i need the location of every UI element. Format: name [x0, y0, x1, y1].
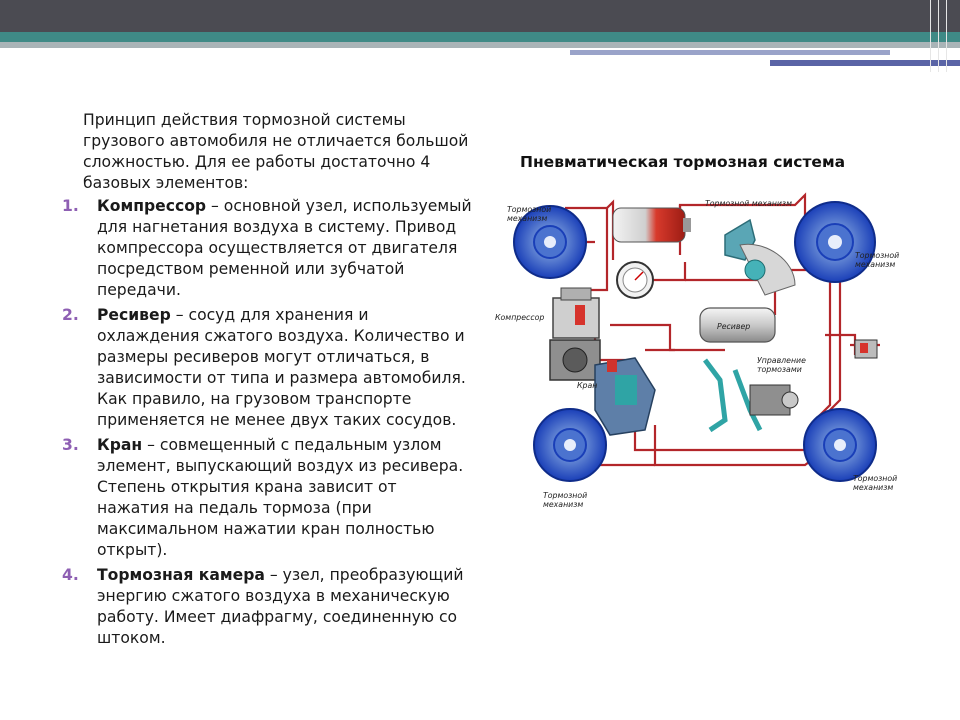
list-text: – узел, преобразующий энергию сжатого во…: [97, 566, 464, 647]
list-item: 3. Кран – совмещенный с педальным узлом э…: [62, 435, 472, 561]
header-divider-line: [946, 0, 947, 72]
list-text: – сосуд для хранения и охлаждения сжатог…: [97, 306, 466, 429]
label-brake-mechanism-top: Тормозной механизм: [705, 199, 792, 208]
label-receiver: Ресивер: [717, 322, 750, 331]
header-teal-bar: [0, 32, 960, 42]
header-divider-line: [930, 0, 931, 72]
header-grey-bar: [0, 42, 960, 48]
wheel-brake-front-left: [513, 205, 587, 279]
slide-body-text: Принцип действия тормозной системы грузо…: [62, 110, 472, 653]
wheel-brake-rear-left: [533, 408, 607, 482]
list-item: 1. Компрессор – основной узел, используем…: [62, 196, 472, 301]
label-brake-control: тормозами: [757, 365, 802, 374]
label-brake-mechanism-br: Тормозной: [853, 474, 897, 483]
list-number: 2.: [62, 306, 79, 324]
list-item: 2. Ресивер – сосуд для хранения и охлажде…: [62, 305, 472, 431]
elements-list: 1. Компрессор – основной узел, используем…: [62, 196, 472, 649]
brake-mechanism-detail: [724, 218, 796, 296]
list-number: 4.: [62, 566, 79, 584]
pressure-gauge: [616, 261, 654, 299]
header-dark-bar: [0, 0, 960, 32]
diagram-title: Пневматическая тормозная система: [520, 153, 846, 171]
compressor: [549, 287, 601, 381]
brake-valve: [594, 357, 656, 436]
brake-chamber-tank: [612, 207, 691, 243]
list-text: – совмещенный с педальным узлом элемент,…: [97, 436, 464, 559]
label-compressor: Компрессор: [495, 313, 544, 322]
label-brake-mechanism-tl: Тормозной: [507, 205, 551, 214]
wheel-brake-rear-right: [803, 408, 877, 482]
list-text: – основной узел, используемый для нагнет…: [97, 197, 472, 299]
list-term: Ресивер: [97, 306, 171, 324]
wheel-brake-front-right: [794, 201, 876, 283]
list-term: Компрессор: [97, 197, 207, 215]
list-number: 1.: [62, 197, 79, 215]
list-term: Кран: [97, 436, 143, 454]
label-brake-mechanism-br: механизм: [853, 483, 893, 492]
brake-pedal-assembly: [703, 358, 799, 433]
intro-paragraph: Принцип действия тормозной системы грузо…: [83, 111, 469, 192]
list-term: Тормозная камера: [97, 566, 265, 584]
header-divider-line: [938, 0, 939, 72]
label-brake-mechanism-tl: механизм: [507, 214, 547, 223]
label-valve: Кран: [577, 381, 597, 390]
header-accent-bar-dark: [770, 60, 960, 66]
receiver-tank: [699, 307, 776, 343]
list-item: 4. Тормозная камера – узел, преобразующий…: [62, 565, 472, 649]
label-brake-mechanism-bl: Тормозной: [543, 491, 587, 500]
label-brake-control: Управление: [757, 356, 806, 365]
brake-system-diagram: Тормозной механизм Тормозной механизм То…: [495, 192, 899, 509]
list-number: 3.: [62, 436, 79, 454]
label-brake-mechanism-tr: механизм: [855, 260, 895, 269]
rear-valve: [854, 339, 878, 359]
label-brake-mechanism-tr: Тормозной: [855, 251, 899, 260]
header-accent-bar-light: [570, 50, 890, 55]
label-brake-mechanism-bl: механизм: [543, 500, 583, 509]
